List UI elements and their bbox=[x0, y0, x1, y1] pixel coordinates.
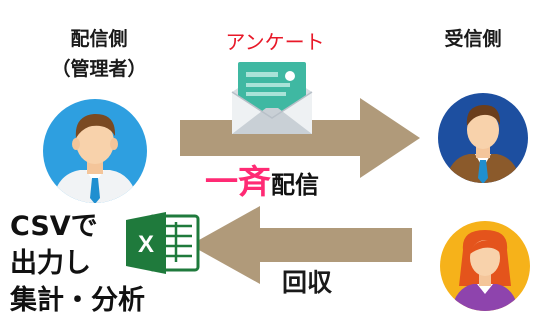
broadcast-highlight: 一斉 bbox=[205, 162, 271, 201]
csv-line: 出力し bbox=[10, 248, 91, 279]
svg-text:X: X bbox=[138, 231, 154, 258]
envelope-icon bbox=[231, 62, 313, 134]
receiver-title: 受信側 bbox=[444, 28, 502, 50]
woman-avatar-icon bbox=[440, 221, 530, 311]
csv-description: CSVで 出力し 集計・分析 bbox=[10, 208, 145, 319]
collect-label: 回収 bbox=[281, 268, 332, 297]
survey-label: アンケート bbox=[225, 30, 325, 54]
businessman-avatar-icon bbox=[43, 99, 147, 203]
broadcast-rest: 配信 bbox=[271, 171, 319, 199]
man-avatar-icon bbox=[438, 93, 528, 183]
csv-line: CSVで bbox=[10, 211, 98, 242]
sender-subtitle: （管理者） bbox=[51, 58, 147, 80]
excel-icon: X bbox=[126, 212, 200, 274]
csv-line: 集計・分析 bbox=[10, 285, 145, 316]
broadcast-label: 一斉配信 bbox=[205, 162, 319, 208]
sender-title: 配信側 bbox=[70, 28, 128, 50]
